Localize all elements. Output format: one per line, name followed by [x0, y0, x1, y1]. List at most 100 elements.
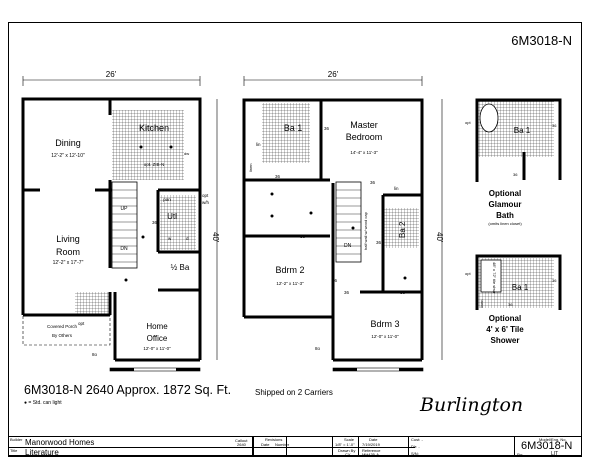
label: Date — [369, 437, 378, 442]
label: d — [186, 236, 189, 241]
label: Glamour — [489, 200, 522, 209]
reference: MH435-A — [362, 452, 379, 457]
label: 36 — [344, 290, 350, 295]
option-tile-shower: 48" x 72" tile shwr Ba 1 opt 36 36 linen… — [465, 254, 562, 345]
label: Cust: - — [411, 437, 423, 442]
half-wall-note: half wall w/ wood cap — [363, 211, 368, 250]
label: opt — [202, 193, 209, 198]
room-bdrm3: Bdrm 3 — [370, 319, 399, 329]
room-bdrm3-size: 12'-0" x 11'-0" — [371, 334, 399, 339]
label: 36 — [152, 220, 158, 225]
room-living-size: 12'-2" x 17'-7" — [53, 260, 84, 266]
ba1-tile — [262, 103, 310, 163]
room-dining-size: 12'-2" x 12'-10" — [51, 153, 85, 159]
kitchen-tile — [112, 110, 184, 180]
room-office-size: 12'-0" x 11'-0" — [143, 346, 171, 351]
title-value: Literature — [25, 448, 59, 457]
label: 8o — [92, 352, 98, 357]
label: Office — [147, 334, 168, 343]
label: Drawn By — [338, 448, 356, 453]
stairs — [111, 181, 138, 269]
builder-name: Manorwood Homes — [25, 438, 95, 447]
option-glamour-bath: Ba 1 opt 36 36 Optional Glamour Bath (om… — [465, 98, 562, 226]
room-ba2: Ba 2 — [398, 221, 407, 238]
label: 36 — [332, 278, 338, 283]
depth-dimension: 40' — [211, 232, 220, 243]
label: w/h — [202, 200, 210, 205]
label: S/N: — [411, 451, 419, 456]
room-ba1: Ba 1 — [284, 123, 303, 133]
label: Callout — [235, 438, 248, 443]
label: Bedroom — [346, 132, 383, 142]
room-living: Living — [56, 234, 80, 244]
room-bdrm2-size: 12'-2" x 11'-3" — [276, 281, 304, 286]
label: Reference — [362, 448, 381, 453]
page: LIT — [551, 451, 559, 457]
label: 4' x 6' Tile — [486, 325, 524, 334]
label: 36 — [508, 302, 513, 307]
stairs-up-label: UP — [121, 206, 129, 212]
room-half-bath: ½ Ba — [171, 263, 190, 272]
label: 36 — [370, 180, 376, 185]
label: lin — [394, 186, 399, 191]
room-kitchen: Kitchen — [139, 123, 169, 133]
depth-dimension: 40' — [435, 232, 444, 243]
shipping-note: Shipped on 2 Carriers — [255, 388, 333, 397]
room-office: Home — [146, 322, 168, 331]
plan-summary: 6M3018-N 2640 Approx. 1872 Sq. Ft. — [24, 383, 232, 397]
covered-porch — [22, 314, 111, 346]
model-number: 6M3018-N — [521, 440, 573, 452]
label: linen — [248, 164, 253, 172]
model-header: 6M3018-N — [511, 33, 572, 48]
porch-label: Covered Porch — [47, 324, 78, 329]
label: dw — [184, 151, 189, 156]
label: 48" x 72" tile shwr — [492, 262, 497, 294]
plan-name: Burlington — [420, 394, 524, 416]
label: 36 — [275, 174, 281, 179]
label: Revisions — [265, 437, 283, 442]
label: 36 — [552, 278, 557, 283]
second-floor-walls — [242, 98, 424, 362]
label: opt — [78, 321, 85, 326]
width-dimension: 26' — [106, 70, 117, 79]
label: Optional — [489, 314, 521, 323]
kitchen-note: opt. ZIB-N — [144, 162, 165, 167]
label: opt — [465, 271, 471, 276]
label: 36 — [513, 172, 518, 177]
callout: 2640 — [237, 442, 246, 447]
second-floor-plan: 26' 40' Master Bedroom 14'-4" x 11'-3" B… — [242, 70, 444, 362]
label: 36 — [376, 240, 382, 245]
label: Number — [275, 442, 290, 447]
label: Dlr: - — [411, 444, 420, 449]
first-floor-plan: 26' 40' Dining 12'-2" x 12'-10" Kitche — [21, 70, 220, 362]
label: Builder — [10, 437, 23, 442]
drawn-by: CY — [345, 452, 351, 457]
room-master: Master — [350, 120, 378, 130]
scale: 1/8" = 1'-0" — [335, 442, 355, 447]
drawing-frame — [8, 22, 582, 456]
label: Date — [261, 442, 270, 447]
room-bdrm2: Bdrm 2 — [275, 265, 304, 275]
label: lin — [256, 142, 261, 147]
can-light-legend: ● = Std. can light — [24, 400, 62, 406]
label: 36 — [324, 126, 330, 131]
label: Shower — [491, 336, 520, 345]
label: 8o — [315, 346, 321, 351]
label: 36 — [300, 234, 306, 239]
first-floor-walls — [21, 97, 202, 362]
title-block: Builder Manorwood Homes Title Literature… — [8, 436, 582, 457]
label: w — [168, 236, 172, 241]
scale-bar — [109, 367, 424, 372]
label: (omits linen closet) — [488, 221, 522, 226]
label: Title — [10, 448, 18, 453]
label: linen — [479, 300, 484, 308]
label: Scale — [344, 437, 355, 442]
label: 36 — [552, 123, 557, 128]
label: Room — [56, 247, 80, 257]
date: 7/19/2019 — [362, 442, 380, 447]
label: DN — [344, 243, 352, 249]
label: By Others — [52, 333, 73, 338]
label: 36 — [400, 290, 406, 295]
room-master-size: 14'-4" x 11'-3" — [350, 150, 378, 155]
